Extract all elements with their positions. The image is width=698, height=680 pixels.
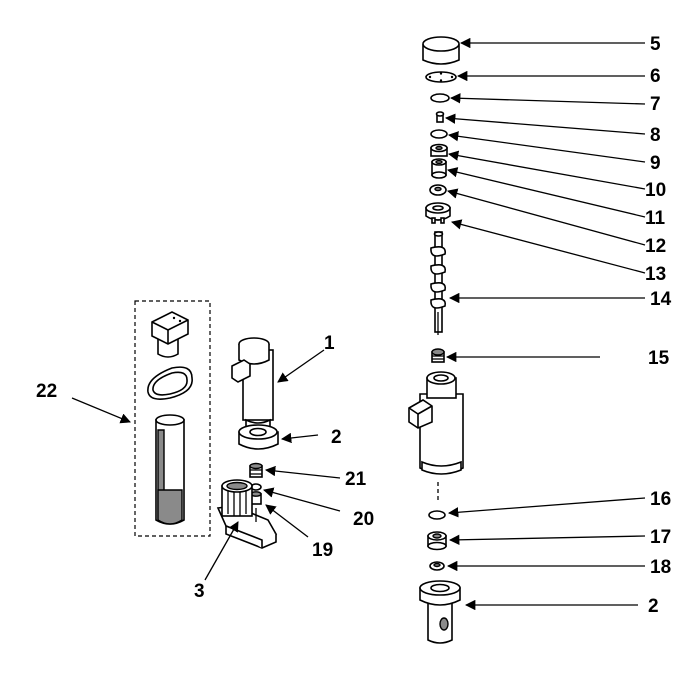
part-5-cap [422,36,460,65]
part-12-ring [429,184,447,196]
callout-16: 16 [650,489,671,510]
part-8-pin [435,111,445,123]
callout-7: 7 [650,94,661,115]
part-10-seat [430,143,448,157]
part-7-o-ring [430,93,450,103]
callout-18: 18 [650,557,671,578]
callout-9: 9 [650,153,661,174]
part-1-cylinder [231,337,274,430]
callout-19: 19 [312,540,333,561]
callout-2-left: 2 [331,427,342,448]
part-2-base-left [238,424,279,450]
callout-11: 11 [645,208,666,229]
part-11-bushing [431,158,447,179]
part-19-plug [250,491,262,505]
callout-10: 10 [645,180,666,201]
pump-housing [408,371,464,475]
part-14-auger-shaft [430,231,447,335]
part-16-o-ring [428,510,446,520]
callout-17: 17 [650,527,671,548]
part-3-drive-base [216,479,278,549]
callout-14: 14 [650,289,672,310]
callout-13: 13 [645,264,666,285]
callout-1: 1 [324,333,335,354]
callout-21: 21 [345,469,367,490]
callout-22: 22 [36,381,57,402]
callout-12: 12 [645,236,666,257]
part-17-bushing [427,531,447,551]
part-21-spring [249,462,263,478]
callout-5: 5 [650,34,661,55]
callout-2-right: 2 [648,596,659,617]
part-18-ring [429,561,445,571]
callout-15: 15 [648,348,670,369]
callout-20: 20 [353,509,374,530]
part-13-collar [425,202,451,224]
part-2-base-right [419,580,461,644]
leader-lines [71,37,646,611]
callout-6: 6 [650,66,661,87]
callout-3: 3 [194,581,205,602]
callout-8: 8 [650,125,661,146]
part-9-washer [430,129,448,139]
part-15-valve [431,348,445,363]
part-6-gasket [425,71,457,83]
part-22-kit-group [134,300,211,537]
callout-numbers: 5 6 7 8 9 10 11 12 13 14 15 16 17 18 2 1… [36,34,672,617]
